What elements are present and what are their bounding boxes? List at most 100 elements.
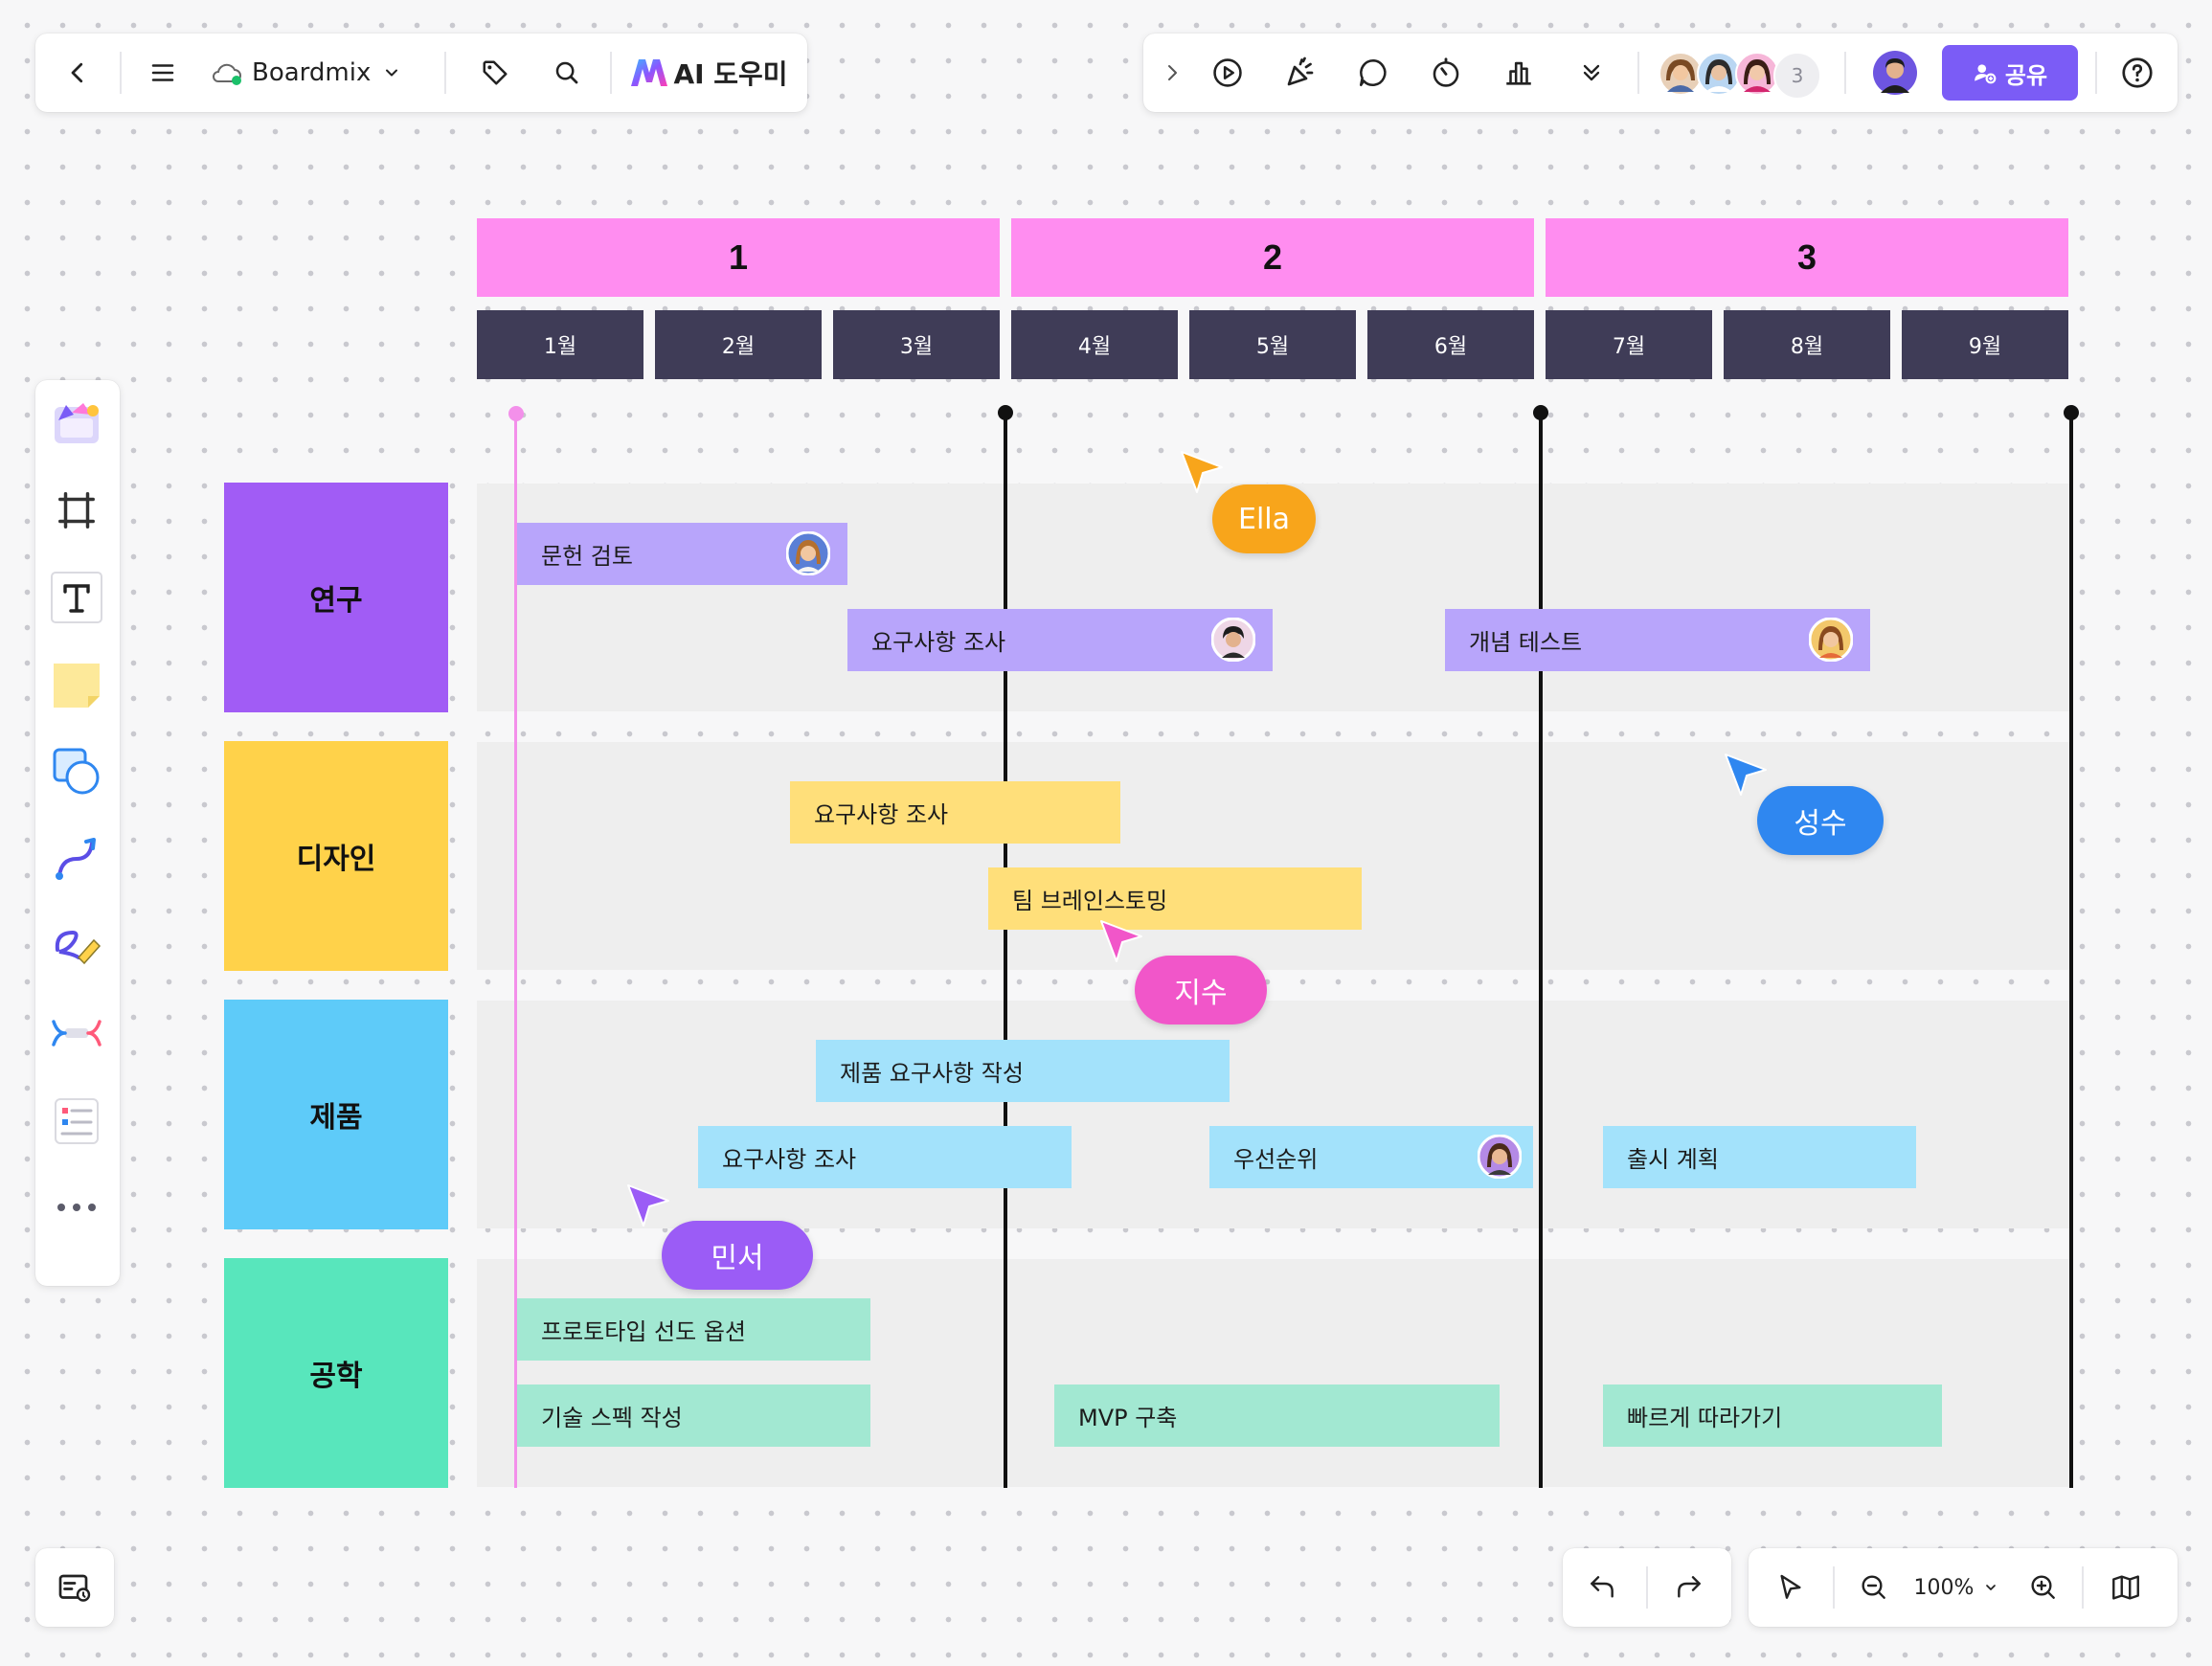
task-bar[interactable]: 기술 스펙 작성 bbox=[517, 1385, 870, 1447]
cursor-arrow-icon bbox=[626, 1183, 670, 1227]
select-cursor-icon[interactable] bbox=[1768, 1565, 1814, 1610]
current-user-avatar[interactable] bbox=[1873, 51, 1917, 95]
task-bar[interactable]: 개념 테스트 bbox=[1445, 609, 1870, 671]
task-bar[interactable]: 우선순위 bbox=[1209, 1126, 1533, 1188]
avatar bbox=[1211, 618, 1255, 662]
task-bar[interactable]: 프로토타입 선도 옵션 bbox=[517, 1298, 870, 1361]
task-bar[interactable]: 제품 요구사항 작성 bbox=[816, 1040, 1230, 1102]
task-label: 요구사항 조사 bbox=[814, 801, 949, 828]
undo-icon[interactable] bbox=[1579, 1565, 1625, 1610]
list-icon[interactable] bbox=[48, 1092, 105, 1149]
task-bar[interactable]: 빠르게 따라가기 bbox=[1603, 1385, 1942, 1447]
top-right-toolbar: 3 공유 bbox=[1143, 34, 2178, 112]
connector-icon[interactable] bbox=[48, 830, 105, 888]
swimlane-band bbox=[477, 742, 2071, 970]
collaborator-count-badge: 3 bbox=[1773, 52, 1821, 100]
task-bar[interactable]: 요구사항 조사 bbox=[698, 1126, 1072, 1188]
category-research[interactable]: 연구 bbox=[224, 483, 448, 712]
text-icon[interactable] bbox=[48, 569, 105, 626]
month-header: 4월 bbox=[1011, 310, 1178, 379]
separator bbox=[2082, 1566, 2084, 1609]
shape-icon[interactable] bbox=[48, 743, 105, 800]
zoom-level: 100% bbox=[1913, 1575, 1975, 1600]
cursor-arrow-icon bbox=[1724, 753, 1768, 797]
chevron-right-icon[interactable] bbox=[1153, 54, 1191, 92]
milestone-marker bbox=[2064, 405, 2079, 420]
milestone-line bbox=[1539, 412, 1543, 1488]
share-label: 공유 bbox=[2004, 61, 2048, 89]
month-header: 5월 bbox=[1189, 310, 1356, 379]
month-header: 3월 bbox=[833, 310, 1000, 379]
cursor-arrow-icon bbox=[1180, 450, 1224, 494]
quarter-header: 1 bbox=[477, 218, 1000, 297]
pen-icon[interactable] bbox=[48, 917, 105, 975]
back-arrow-icon[interactable] bbox=[55, 50, 101, 96]
avatar bbox=[1478, 1135, 1522, 1179]
cursor-tag: 성수 bbox=[1757, 786, 1884, 855]
zoom-level-dropdown[interactable]: 100% bbox=[1904, 1565, 2009, 1610]
month-header: 1월 bbox=[477, 310, 643, 379]
separator bbox=[1833, 1566, 1835, 1609]
separator bbox=[444, 52, 446, 94]
separator bbox=[2095, 52, 2097, 94]
board-name: Boardmix bbox=[252, 58, 372, 87]
cursor-tag: Ella bbox=[1212, 484, 1316, 553]
board-info-panel bbox=[35, 1548, 114, 1627]
redo-icon[interactable] bbox=[1666, 1565, 1712, 1610]
task-label: 출시 계획 bbox=[1627, 1146, 1719, 1173]
separator bbox=[610, 52, 612, 94]
task-label: 팀 브레인스토밍 bbox=[1012, 888, 1168, 914]
today-marker bbox=[508, 406, 524, 421]
cloud-sync-icon bbox=[210, 58, 244, 87]
category-engineering[interactable]: 공학 bbox=[224, 1258, 448, 1488]
board-info-icon[interactable] bbox=[52, 1565, 98, 1610]
milestone-line bbox=[1004, 412, 1007, 1488]
avatar bbox=[1809, 618, 1853, 662]
frame-icon[interactable] bbox=[48, 482, 105, 539]
search-icon[interactable] bbox=[544, 50, 590, 96]
milestone-marker bbox=[998, 405, 1013, 420]
avatar bbox=[1697, 52, 1741, 96]
tag-icon[interactable] bbox=[472, 50, 518, 96]
month-header: 6월 bbox=[1367, 310, 1534, 379]
ai-assistant-label: AI 도우미 bbox=[673, 58, 788, 90]
ai-assistant-button[interactable]: AI 도우미 bbox=[620, 50, 798, 96]
task-bar[interactable]: 팀 브레인스토밍 bbox=[988, 867, 1362, 930]
expand-more-icon[interactable] bbox=[1569, 50, 1614, 96]
menu-icon[interactable] bbox=[140, 50, 186, 96]
templates-icon[interactable] bbox=[48, 394, 105, 452]
task-bar[interactable]: MVP 구축 bbox=[1054, 1385, 1500, 1447]
collaborator-avatars[interactable]: 3 bbox=[1659, 50, 1831, 100]
quarter-header: 2 bbox=[1011, 218, 1534, 297]
swimlane-band bbox=[477, 1001, 2071, 1228]
category-product[interactable]: 제품 bbox=[224, 1000, 448, 1229]
history-toolbar bbox=[1563, 1548, 1731, 1627]
task-label: 기술 스펙 작성 bbox=[541, 1405, 683, 1431]
task-bar[interactable]: 문헌 검토 bbox=[517, 523, 847, 585]
more-icon[interactable] bbox=[48, 1179, 105, 1236]
task-label: 제품 요구사항 작성 bbox=[840, 1060, 1024, 1087]
separator bbox=[1844, 52, 1846, 94]
avatar bbox=[786, 531, 830, 575]
timer-icon[interactable] bbox=[1423, 50, 1469, 96]
cursor-tag: 지수 bbox=[1135, 956, 1267, 1024]
separator bbox=[120, 52, 122, 94]
play-icon[interactable] bbox=[1205, 50, 1251, 96]
comment-icon[interactable] bbox=[1350, 50, 1396, 96]
task-bar[interactable]: 요구사항 조사 bbox=[790, 781, 1120, 844]
share-button[interactable]: 공유 bbox=[1942, 45, 2078, 101]
sticky-note-icon[interactable] bbox=[48, 656, 105, 713]
mind-map-icon[interactable] bbox=[48, 1004, 105, 1062]
task-bar[interactable]: 요구사항 조사 bbox=[847, 609, 1273, 671]
celebrate-icon[interactable] bbox=[1277, 50, 1323, 96]
task-bar[interactable]: 출시 계획 bbox=[1603, 1126, 1916, 1188]
category-design[interactable]: 디자인 bbox=[224, 741, 448, 971]
task-label: 요구사항 조사 bbox=[871, 629, 1006, 656]
zoom-out-icon[interactable] bbox=[1851, 1565, 1897, 1610]
map-icon[interactable] bbox=[2103, 1565, 2149, 1610]
help-icon[interactable] bbox=[2114, 50, 2160, 96]
zoom-in-icon[interactable] bbox=[2020, 1565, 2066, 1610]
vote-chart-icon[interactable] bbox=[1496, 50, 1542, 96]
board-name-dropdown[interactable]: Boardmix bbox=[210, 50, 459, 96]
task-label: 요구사항 조사 bbox=[722, 1146, 857, 1173]
